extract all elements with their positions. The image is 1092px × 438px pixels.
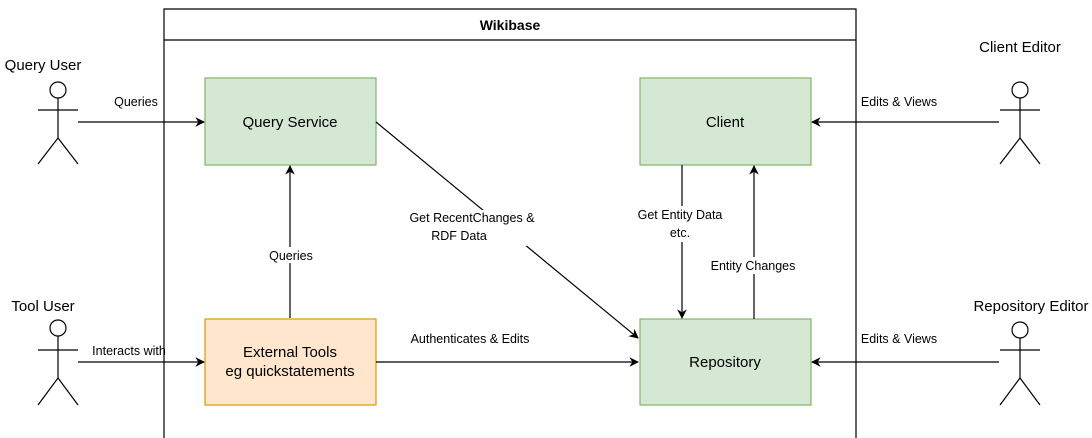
person-icon [37,319,79,406]
edge-repository-to-client: Entity Changes [698,165,810,319]
person-icon [999,321,1041,406]
external-tools-label-line2: eg quickstatements [225,363,354,380]
wikibase-container: Wikibase [163,8,857,438]
edge-label-queries-tools: Queries [269,249,313,263]
edge-label-queries-user: Queries [114,95,158,109]
edge-external-tools-to-query-service: Queries [262,165,320,318]
external-tools-label-line1: External Tools [243,344,337,361]
repository-node[interactable]: Repository [639,318,812,406]
edge-external-tools-to-repository: Authenticates & Edits [376,332,639,367]
edge-repository-editor-to-repository: Edits & Views [811,332,999,367]
edge-query-user-to-query-service: Queries [78,95,205,127]
repository-editor-label: Repository Editor [973,298,1088,315]
edge-label-repo-edits-views: Edits & Views [861,332,937,346]
edge-label-get-recent-line2: RDF Data [431,229,487,243]
tool-user-actor[interactable]: Tool User [11,298,79,406]
edge-label-entity-changes: Entity Changes [711,259,796,273]
edge-client-editor-to-client: Edits & Views [811,95,999,127]
edge-label-get-recent-line1: Get RecentChanges & [409,211,535,225]
edge-query-service-to-repository: Get RecentChanges & RDF Data [375,121,639,339]
query-service-node[interactable]: Query Service [204,77,377,166]
container-title: Wikibase [480,17,541,33]
edge-tool-user-to-external-tools: Interacts with [78,344,205,367]
edge-client-to-repository: Get Entity Data etc. [630,165,734,319]
person-icon [999,81,1041,165]
query-user-actor[interactable]: Query User [5,57,82,165]
query-service-label: Query Service [242,114,337,131]
edge-label-client-edits-views: Edits & Views [861,95,937,109]
person-icon [37,81,79,165]
edge-label-get-entity-line2: etc. [670,226,690,240]
edge-label-authenticates-edits: Authenticates & Edits [411,332,530,346]
edge-label-interacts-with: Interacts with [92,344,166,358]
repository-editor-actor[interactable]: Repository Editor [973,298,1089,406]
client-node[interactable]: Client [639,77,812,166]
repository-label: Repository [689,354,761,371]
client-editor-actor[interactable]: Client Editor [979,39,1061,165]
external-tools-node[interactable]: External Tools eg quickstatements [204,318,377,406]
client-label: Client [706,114,745,131]
tool-user-label: Tool User [11,298,74,315]
client-editor-label: Client Editor [979,39,1061,56]
query-user-label: Query User [5,57,82,74]
edge-label-get-entity-line1: Get Entity Data [638,208,723,222]
